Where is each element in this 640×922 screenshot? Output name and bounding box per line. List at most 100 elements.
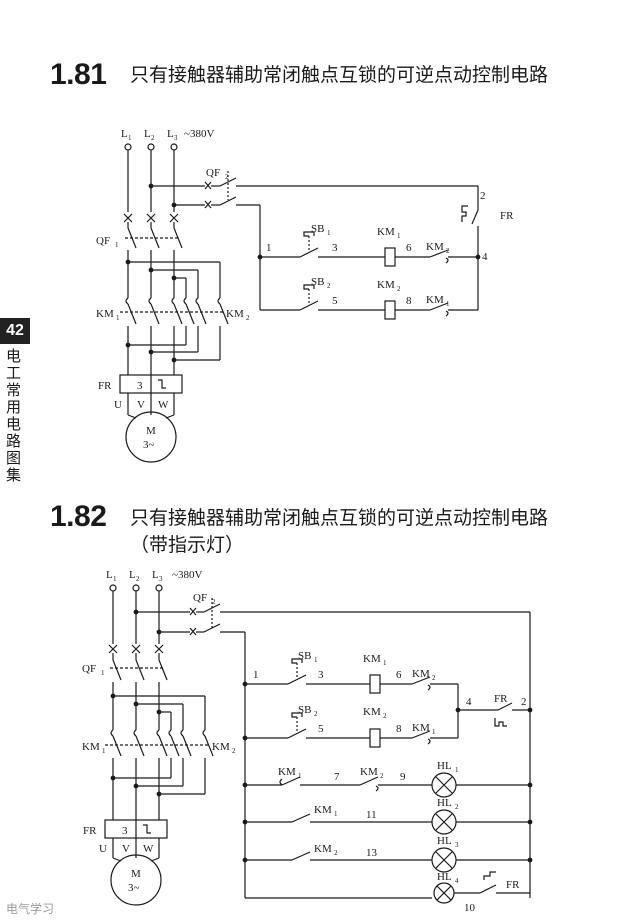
label-l2-sub: 2 (136, 575, 140, 583)
label-voltage: ~380V (184, 128, 214, 140)
label-row3-km1: KM (278, 766, 296, 778)
label-interlock-km1: KM (426, 294, 444, 306)
label-interlock-km2: KM (426, 241, 444, 253)
label-sb1-sub: 1 (327, 229, 331, 237)
label-l3: L (167, 128, 174, 140)
label-fr-relay: FR (98, 380, 112, 392)
label-coil-km1-sub: 1 (383, 659, 387, 667)
label-hl1-sub: 1 (455, 766, 459, 774)
node-8: 8 (406, 295, 412, 307)
label-km2-main: KM (212, 741, 230, 753)
label-hl2: HL (437, 797, 452, 809)
label-sb2-sub: 2 (314, 710, 318, 718)
section-1-81-title: 只有接触器辅助常闭触点互锁的可逆点动控制电路 (130, 64, 549, 86)
label-coil-km1: KM (377, 226, 395, 238)
node-9: 9 (400, 771, 406, 783)
label-l3-sub: 3 (174, 134, 178, 142)
node-2: 2 (480, 190, 486, 202)
node-4: 4 (482, 251, 488, 263)
label-qf1: QF (82, 663, 96, 675)
label-motor-3ph: 3~ (128, 882, 140, 894)
node-5: 5 (332, 295, 338, 307)
label-coil-km1: KM (363, 653, 381, 665)
label-km2-main-sub: 2 (232, 747, 236, 755)
label-km1-main-sub: 1 (116, 314, 120, 322)
label-hl1: HL (437, 760, 452, 772)
label-row6-fr: FR (506, 879, 520, 891)
node-5: 5 (318, 723, 324, 735)
label-sb1-sub: 1 (314, 656, 318, 664)
node-1: 1 (266, 242, 272, 254)
label-interlock-km1: KM (412, 722, 430, 734)
label-sb1: SB (298, 650, 311, 662)
label-qf1-sub: 1 (101, 669, 105, 677)
label-row3-km1-sub: 1 (298, 772, 302, 780)
label-km2-main-sub: 2 (246, 314, 250, 322)
label-l1-sub: 1 (113, 575, 117, 583)
label-l2: L (129, 569, 136, 581)
label-w1: W (143, 843, 154, 855)
node-1: 1 (253, 669, 259, 681)
label-coil-km2-sub: 2 (383, 712, 387, 720)
section-1-82-number: 1.82 (50, 500, 107, 533)
label-motor-3ph: 3~ (143, 439, 155, 451)
node-10: 10 (464, 902, 476, 914)
label-fr-control: FR (500, 210, 514, 222)
label-u1: U (114, 399, 122, 411)
label-u1: U (99, 843, 107, 855)
label-v1: V (137, 399, 145, 411)
node-7: 7 (334, 771, 340, 783)
label-sb2: SB (298, 704, 311, 716)
label-km1-main-sub: 1 (102, 747, 106, 755)
node-8: 8 (396, 723, 402, 735)
label-km2-main: KM (226, 308, 244, 320)
label-interlock-km2: KM (412, 668, 430, 680)
label-l3-sub: 3 (159, 575, 163, 583)
node-2: 2 (521, 696, 527, 708)
label-hl2-sub: 2 (455, 803, 459, 811)
label-row5-km2-sub: 2 (334, 849, 338, 857)
node-6: 6 (396, 669, 402, 681)
label-coil-km2: KM (363, 706, 381, 718)
page-number-tab: 42 (0, 318, 30, 344)
label-fr-relay: FR (83, 825, 97, 837)
section-1-81-number: 1.81 (50, 58, 107, 91)
label-coil-km2: KM (377, 279, 395, 291)
node-3: 3 (318, 669, 324, 681)
label-hl4: HL (437, 871, 452, 883)
watermark: 电气学习 (6, 902, 55, 916)
label-l1: L (121, 128, 128, 140)
label-row3-km2-sub: 2 (380, 772, 384, 780)
node-3: 3 (332, 242, 338, 254)
label-qf2: QF (193, 592, 207, 604)
label-interlock-km1-sub: 1 (446, 300, 450, 308)
label-hl3-sub: 3 (455, 841, 459, 849)
label-interlock-km2-sub: 2 (446, 247, 450, 255)
label-km1-main: KM (96, 308, 114, 320)
label-sb2-sub: 2 (327, 282, 331, 290)
label-l3: L (152, 569, 159, 581)
node-6: 6 (406, 242, 412, 254)
label-sb2: SB (311, 276, 324, 288)
label-sb1: SB (311, 223, 324, 235)
label-qf2: QF (206, 167, 220, 179)
label-interlock-km1-sub: 1 (432, 728, 436, 736)
book-title-vertical: 电工常用电路图集 (6, 347, 22, 484)
label-voltage: ~380V (172, 569, 202, 581)
label-l2-sub: 2 (151, 134, 155, 142)
label-hl4-sub: 4 (455, 877, 459, 885)
label-row4-km1: KM (314, 804, 332, 816)
label-l1-sub: 1 (128, 134, 132, 142)
label-row3-km2: KM (360, 766, 378, 778)
label-l1: L (106, 569, 113, 581)
label-qf1-sub: 1 (115, 241, 119, 249)
label-fr-box: 3 (137, 380, 143, 392)
label-qf2-sub: 2 (212, 598, 216, 606)
node-13: 13 (366, 847, 378, 859)
label-motor-m: M (146, 425, 156, 437)
label-qf1: QF (96, 235, 110, 247)
label-row4-km1-sub: 1 (334, 810, 338, 818)
label-hl3: HL (437, 835, 452, 847)
